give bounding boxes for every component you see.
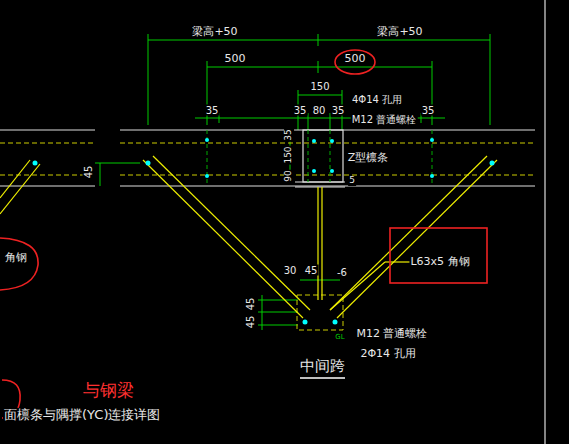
dimension-text: 500: [224, 53, 247, 65]
part-label: 梁高+50: [376, 26, 423, 38]
dimension-text: 5: [348, 176, 356, 186]
dimension-text: -6: [336, 267, 348, 278]
part-label: Z型檩条: [347, 152, 390, 164]
dimension-text: 150: [284, 145, 294, 164]
dimension-text: 45: [304, 265, 319, 276]
dimension-lines: [95, 34, 490, 330]
dimension-text: 35: [421, 105, 436, 116]
bolt-center-lines: [207, 130, 432, 186]
dimension-text: 90: [284, 169, 294, 182]
dimension-text: 30: [283, 265, 298, 276]
purlin-hidden-lines: [0, 143, 535, 330]
bolts: [33, 138, 495, 325]
part-label: 梁高+50: [191, 26, 238, 38]
drawing-title: 面檩条与隅撑(YC)连接详图: [3, 408, 161, 422]
dimension-text: 45: [83, 165, 94, 180]
part-label: GL: [334, 334, 345, 342]
dimension-text: 500: [344, 53, 367, 65]
dimension-text: 4Φ14 孔用: [351, 94, 403, 105]
dimension-text: 80: [312, 105, 327, 116]
purlin: [0, 0, 545, 444]
dimension-text: 45: [245, 297, 256, 312]
dimension-text: 35: [205, 105, 220, 116]
part-label: M12 普通螺栓: [356, 328, 429, 340]
part-label: M12 普通螺栓: [351, 114, 418, 125]
dimension-text: 150: [309, 81, 330, 92]
view-caption: 中间跨: [299, 358, 346, 375]
part-label: L63x5 角钢: [409, 256, 470, 268]
dimension-text: 35: [331, 105, 346, 116]
angle-braces: [0, 156, 497, 318]
caption-underline: [300, 377, 345, 379]
part-label: 角钢: [4, 252, 28, 264]
dimension-text: 45: [245, 315, 256, 330]
dimension-text: 35: [284, 128, 294, 141]
dimension-text: 35: [293, 105, 308, 116]
dimension-text: 2Φ14 孔用: [359, 348, 416, 360]
handwritten-note: 与钢梁: [82, 381, 135, 400]
red-markups: [0, 50, 487, 418]
